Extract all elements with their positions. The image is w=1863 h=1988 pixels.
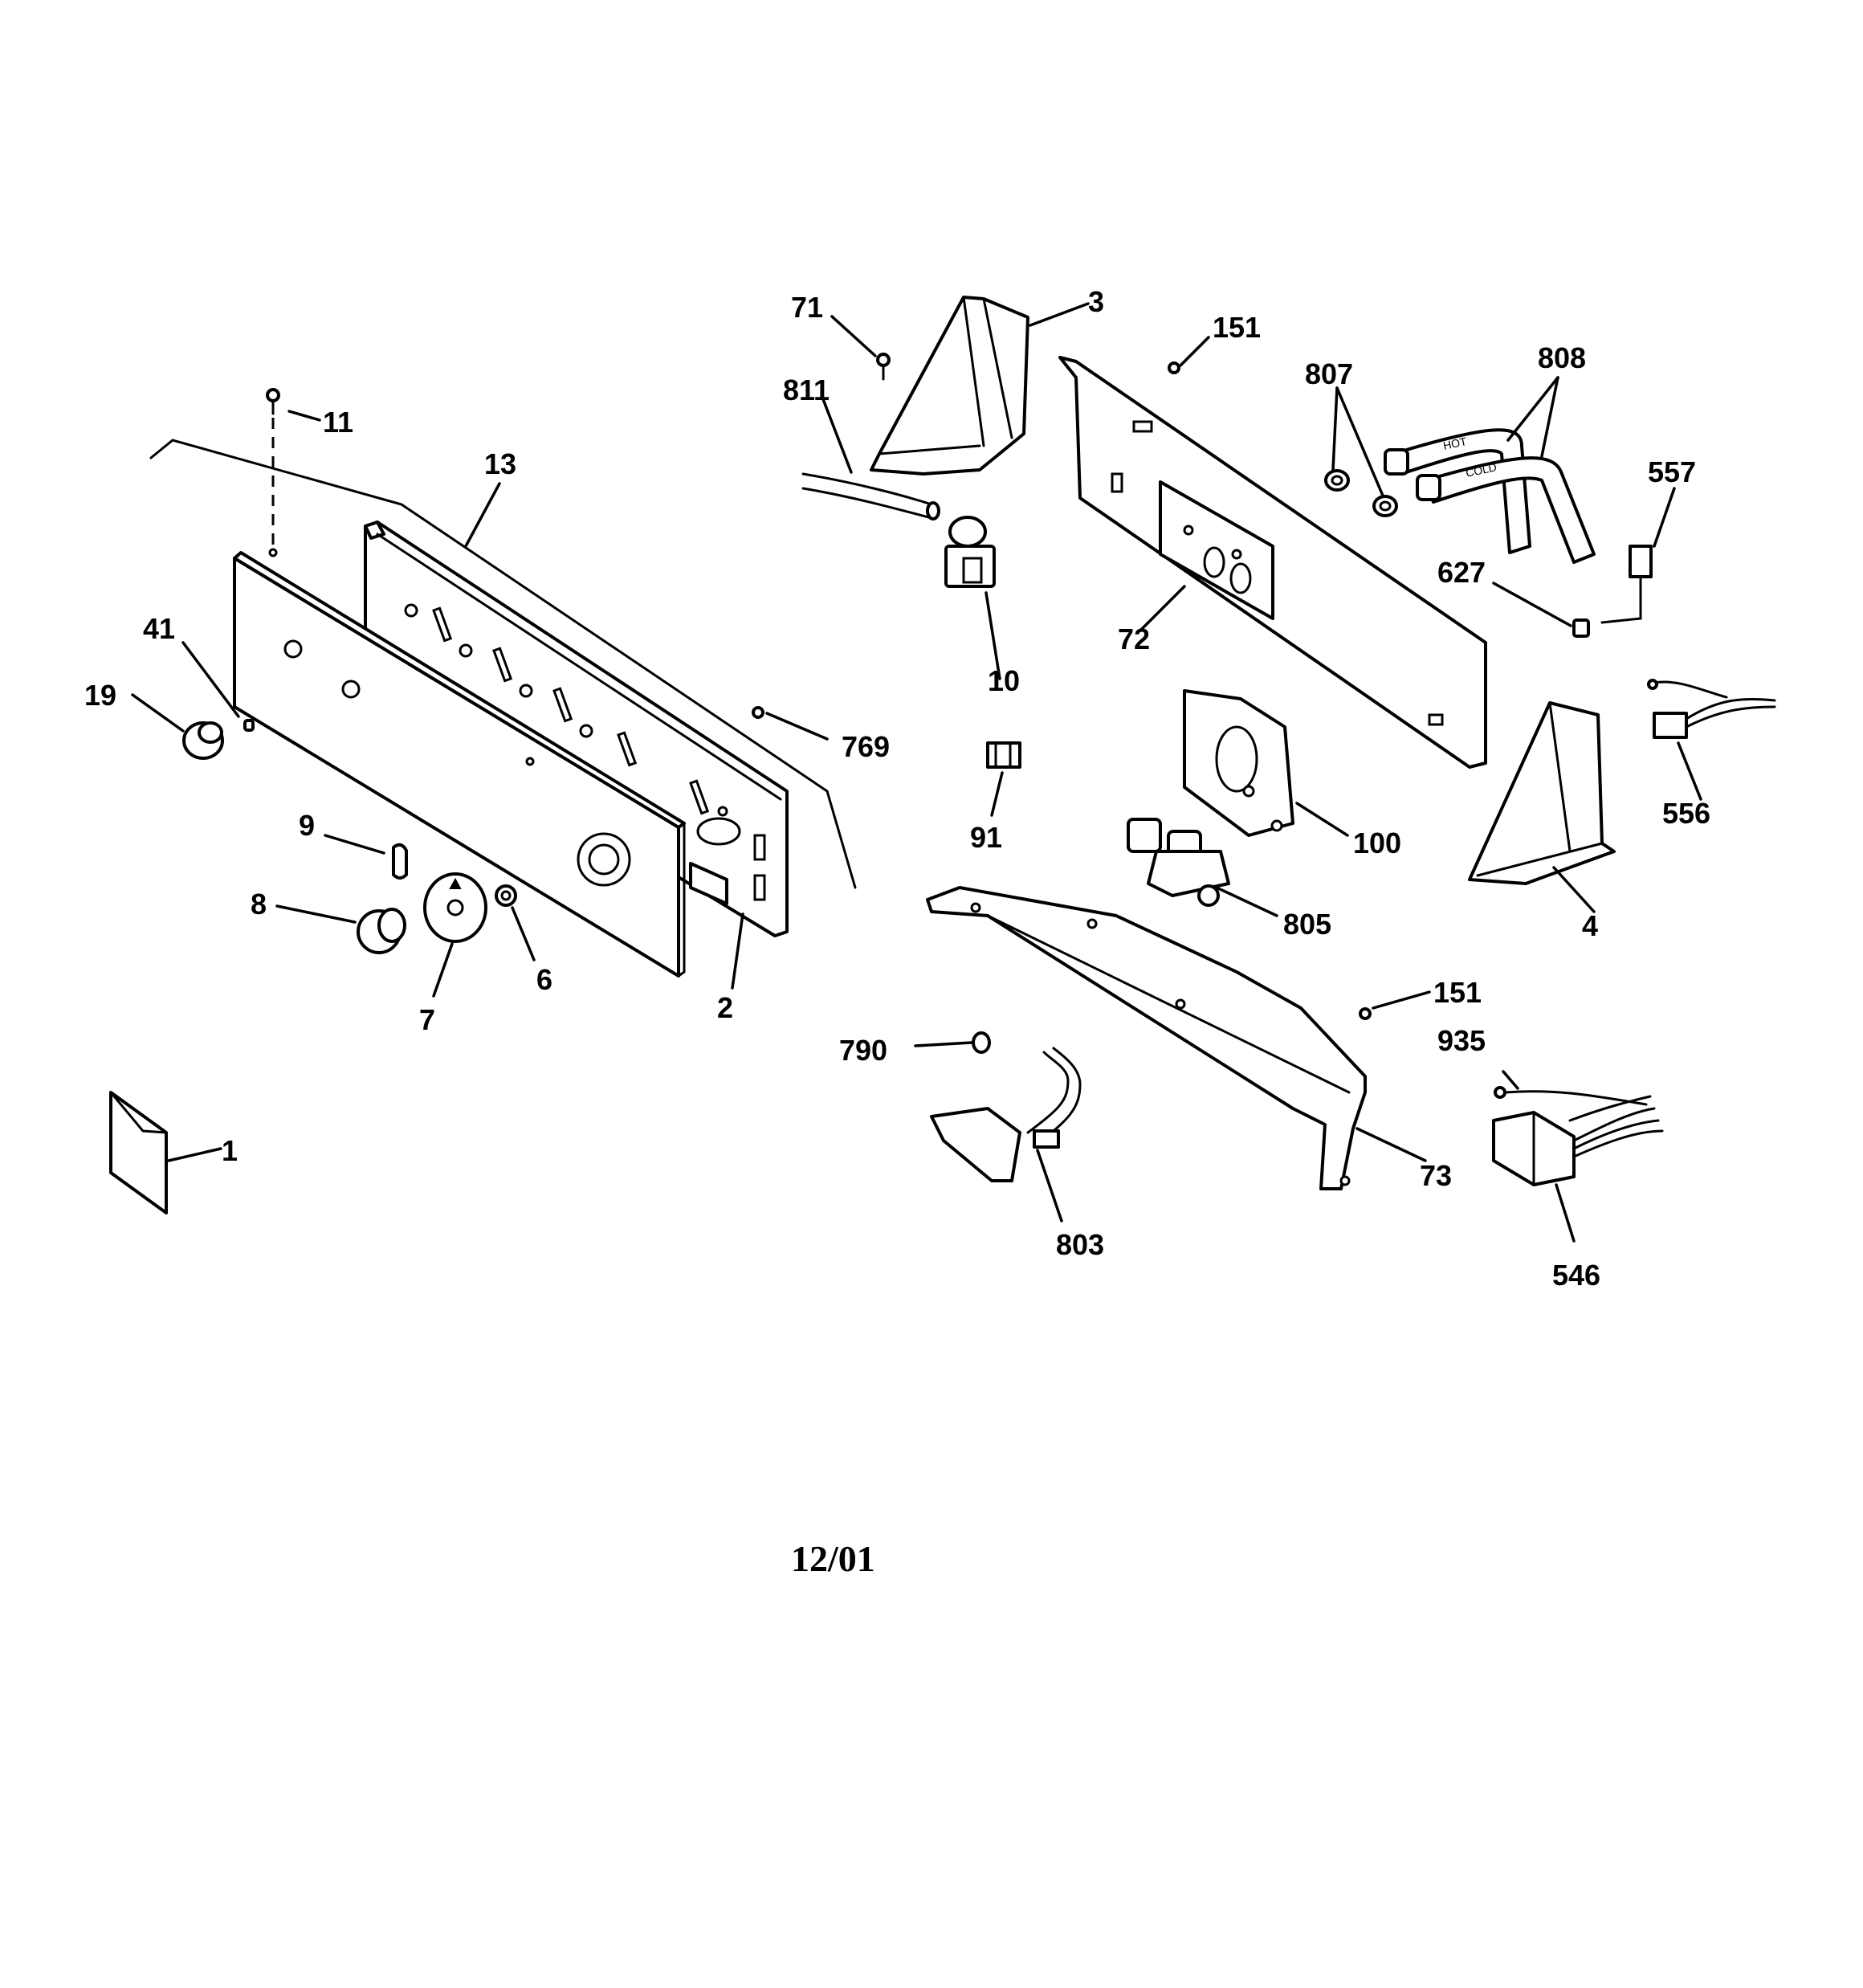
hose-811 [801, 472, 940, 520]
washer-807-b [1372, 495, 1398, 517]
callout-10: 10 [988, 664, 1021, 697]
nut-6 [495, 884, 517, 907]
knob-8 [357, 908, 406, 954]
water-valve-805 [1127, 818, 1230, 907]
callout-808: 808 [1538, 341, 1587, 374]
screw-71 [876, 353, 891, 381]
callout-805: 805 [1283, 908, 1332, 941]
plug-557 [1600, 545, 1653, 624]
callout-151-upper: 151 [1213, 311, 1262, 344]
callout-100: 100 [1353, 827, 1402, 859]
callout-3: 3 [1088, 285, 1105, 318]
timer-100 [1183, 689, 1294, 837]
bracket-91 [986, 741, 1021, 769]
dial-7 [423, 872, 487, 943]
bracket-4 [1468, 701, 1616, 885]
knob-19 [182, 721, 224, 760]
harness-556 [1647, 679, 1776, 739]
clamp-790 [972, 1031, 991, 1054]
callout-811: 811 [783, 374, 830, 406]
spring-41 [243, 719, 255, 732]
callout-2: 2 [717, 991, 734, 1024]
callout-7: 7 [419, 1003, 436, 1036]
screw-151-upper [1168, 361, 1180, 374]
control-panel [233, 548, 686, 978]
wire-harness-546 [1492, 1095, 1664, 1186]
drain-assembly-803 [930, 1047, 1082, 1182]
screw-769 [752, 706, 764, 719]
backsplash-72 [1058, 356, 1487, 769]
callout-71: 71 [791, 291, 824, 324]
callout-6: 6 [536, 963, 553, 996]
callout-807: 807 [1305, 357, 1354, 390]
callout-13: 13 [484, 447, 517, 480]
harness-935 [1494, 1086, 1648, 1106]
callout-151-lower: 151 [1433, 976, 1482, 1009]
bracket-3 [870, 296, 1029, 476]
callout-19: 19 [84, 679, 117, 712]
connector-627 [1572, 618, 1590, 638]
callout-790: 790 [839, 1034, 888, 1067]
callout-8: 8 [251, 888, 267, 921]
leader-lines [131, 302, 1702, 1243]
inlet-hoses-808 [1384, 428, 1596, 564]
callout-72: 72 [1118, 623, 1151, 655]
callout-11: 11 [323, 406, 354, 439]
screw-11 [266, 388, 280, 415]
callout-769: 769 [842, 730, 891, 763]
callout-803: 803 [1056, 1228, 1105, 1261]
revision-date: 12/01 [791, 1538, 875, 1579]
assembly-outline-line [149, 439, 857, 889]
clip-9 [392, 843, 408, 880]
callout-1: 1 [222, 1134, 238, 1167]
callout-546: 546 [1552, 1259, 1601, 1292]
bracket-73 [926, 886, 1367, 1190]
callout-935: 935 [1437, 1024, 1486, 1057]
callout-557: 557 [1648, 455, 1697, 488]
callout-73: 73 [1420, 1159, 1453, 1192]
callout-627: 627 [1437, 556, 1486, 589]
callout-9: 9 [299, 809, 316, 842]
callout-4: 4 [1582, 909, 1599, 942]
washer-807-a [1324, 469, 1350, 492]
pressure-switch-10 [944, 516, 996, 588]
callout-556: 556 [1662, 797, 1711, 830]
callout-91: 91 [970, 821, 1003, 854]
screw-151-lower [1359, 1007, 1372, 1020]
literature-1 [109, 1091, 168, 1214]
callout-41: 41 [143, 612, 176, 645]
bracket-2 [689, 862, 728, 905]
